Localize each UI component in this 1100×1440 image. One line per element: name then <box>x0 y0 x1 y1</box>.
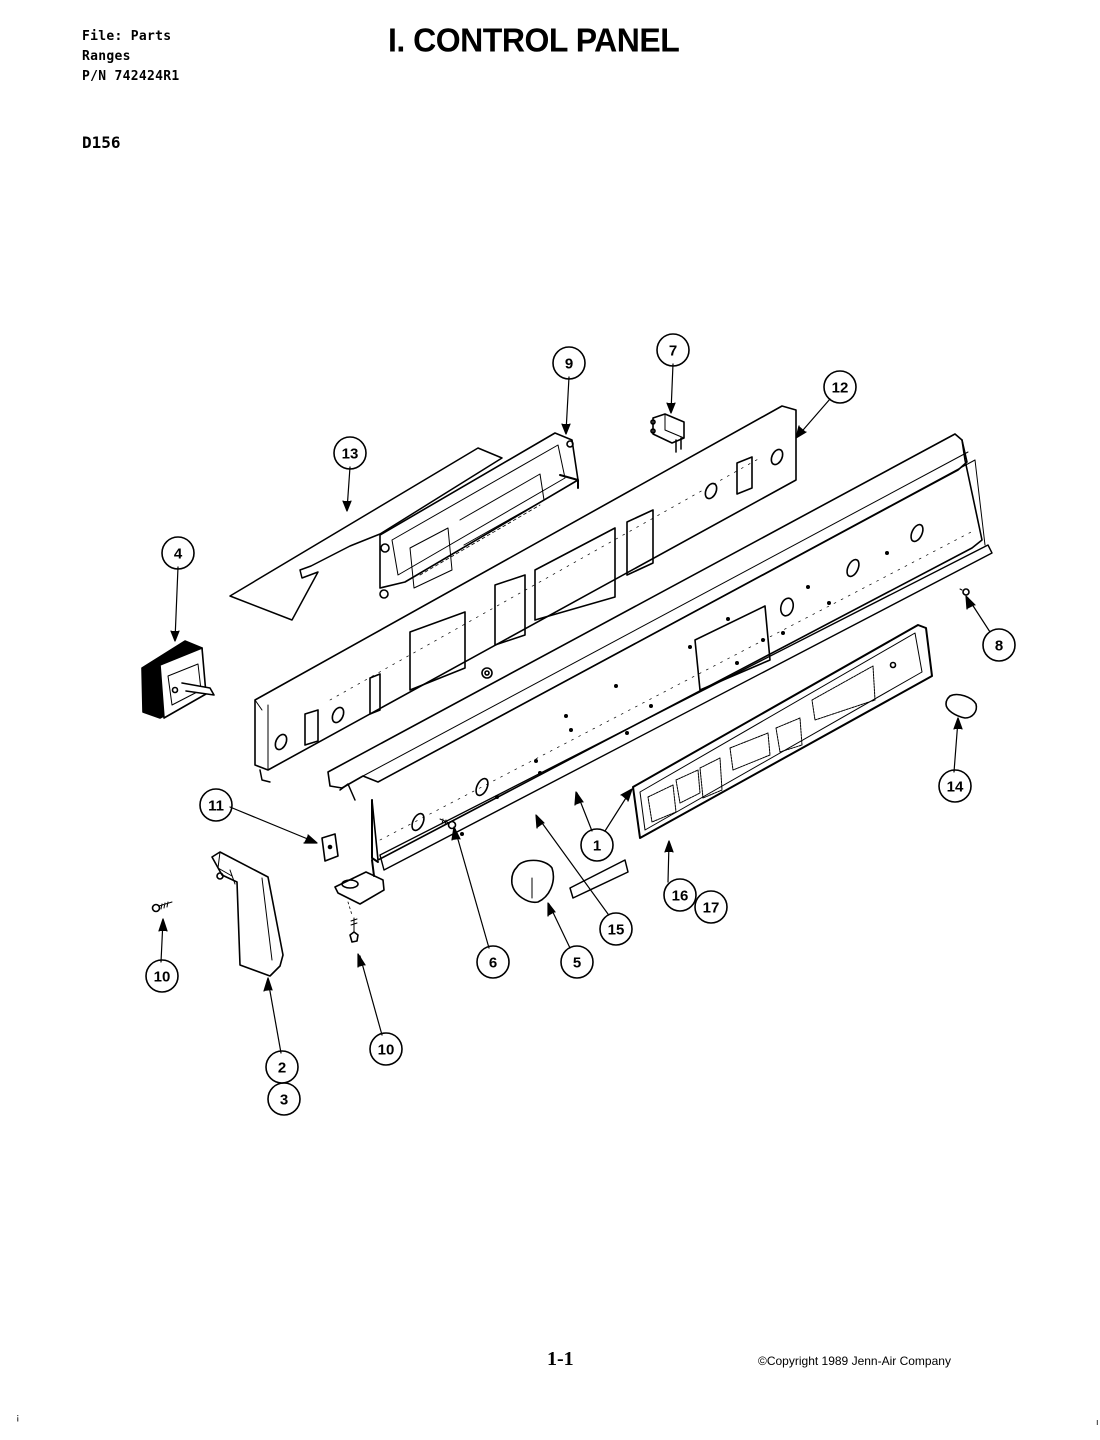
callout-5: 5 <box>560 945 594 979</box>
callout-12: 12 <box>823 370 857 404</box>
callout-4: 4 <box>161 536 195 570</box>
copyright-notice: ©Copyright 1989 Jenn-Air Company <box>758 1354 951 1368</box>
part-10-screw-left <box>151 901 173 913</box>
part-2-3-end-cap <box>211 851 284 977</box>
leader-lines <box>158 363 991 1054</box>
callout-17: 17 <box>694 890 728 924</box>
callout-9: 9 <box>552 346 586 380</box>
part-11-clip <box>321 833 339 862</box>
part-13-insulation-sheet <box>229 447 503 621</box>
svg-text:14: 14 <box>947 779 964 796</box>
svg-text:1: 1 <box>593 838 601 855</box>
part-4-infinite-switch <box>141 640 215 719</box>
panel-screw-holes <box>460 551 889 836</box>
svg-text:7: 7 <box>669 343 677 360</box>
svg-text:2: 2 <box>278 1060 286 1077</box>
callout-10-left: 10 <box>145 959 179 993</box>
part-16-17-overlay-trim <box>632 624 933 839</box>
callout-11: 11 <box>199 788 233 822</box>
callout-10-center: 10 <box>369 1032 403 1066</box>
svg-text:11: 11 <box>208 798 224 815</box>
part-15-panel-channel <box>327 433 993 905</box>
svg-text:10: 10 <box>154 969 171 986</box>
file-info-block: File: Parts Ranges P/N 742424R1 <box>82 27 180 87</box>
part-9-clock-timer <box>379 432 579 599</box>
scan-mark-right: ı <box>1096 1418 1099 1428</box>
scan-mark-left: ¡ <box>16 1413 20 1423</box>
part-5-knob <box>510 859 555 904</box>
part-7-switch <box>650 413 685 453</box>
callout-16: 16 <box>663 878 697 912</box>
callout-1: 1 <box>580 828 614 862</box>
svg-text:15: 15 <box>608 922 625 939</box>
callout-2: 2 <box>265 1050 299 1084</box>
svg-text:16: 16 <box>672 888 689 905</box>
page-number: 1-1 <box>547 1348 574 1370</box>
file-info-line-category: Ranges <box>82 49 131 64</box>
part-12-rear-bracket <box>254 405 797 783</box>
part-14-knob <box>945 693 978 719</box>
svg-text:13: 13 <box>342 446 359 463</box>
svg-text:10: 10 <box>378 1042 395 1059</box>
file-info-line-file: File: Parts <box>82 29 172 44</box>
part-8-screw <box>959 588 970 596</box>
callout-3: 3 <box>267 1082 301 1116</box>
svg-text:5: 5 <box>573 955 581 972</box>
svg-text:8: 8 <box>995 638 1003 655</box>
callout-15: 15 <box>599 912 633 946</box>
part-6-screw <box>439 818 457 830</box>
callout-14: 14 <box>938 769 972 803</box>
callout-6: 6 <box>476 945 510 979</box>
svg-text:4: 4 <box>174 546 183 563</box>
svg-text:9: 9 <box>565 356 573 373</box>
svg-text:3: 3 <box>280 1092 288 1109</box>
svg-text:6: 6 <box>489 955 497 972</box>
svg-text:12: 12 <box>832 380 849 397</box>
callout-7: 7 <box>656 333 690 367</box>
svg-text:17: 17 <box>703 900 720 917</box>
part-10-screw-center <box>347 901 359 943</box>
callout-8: 8 <box>982 628 1016 662</box>
callouts: 1 2 3 4 5 6 7 8 9 10 10 11 12 13 14 15 1… <box>145 333 1016 1116</box>
callout-13: 13 <box>333 436 367 470</box>
file-info-line-part-number: P/N 742424R1 <box>82 69 180 84</box>
model-number: D156 <box>82 133 121 152</box>
page-title: I. CONTROL PANEL <box>388 21 680 59</box>
